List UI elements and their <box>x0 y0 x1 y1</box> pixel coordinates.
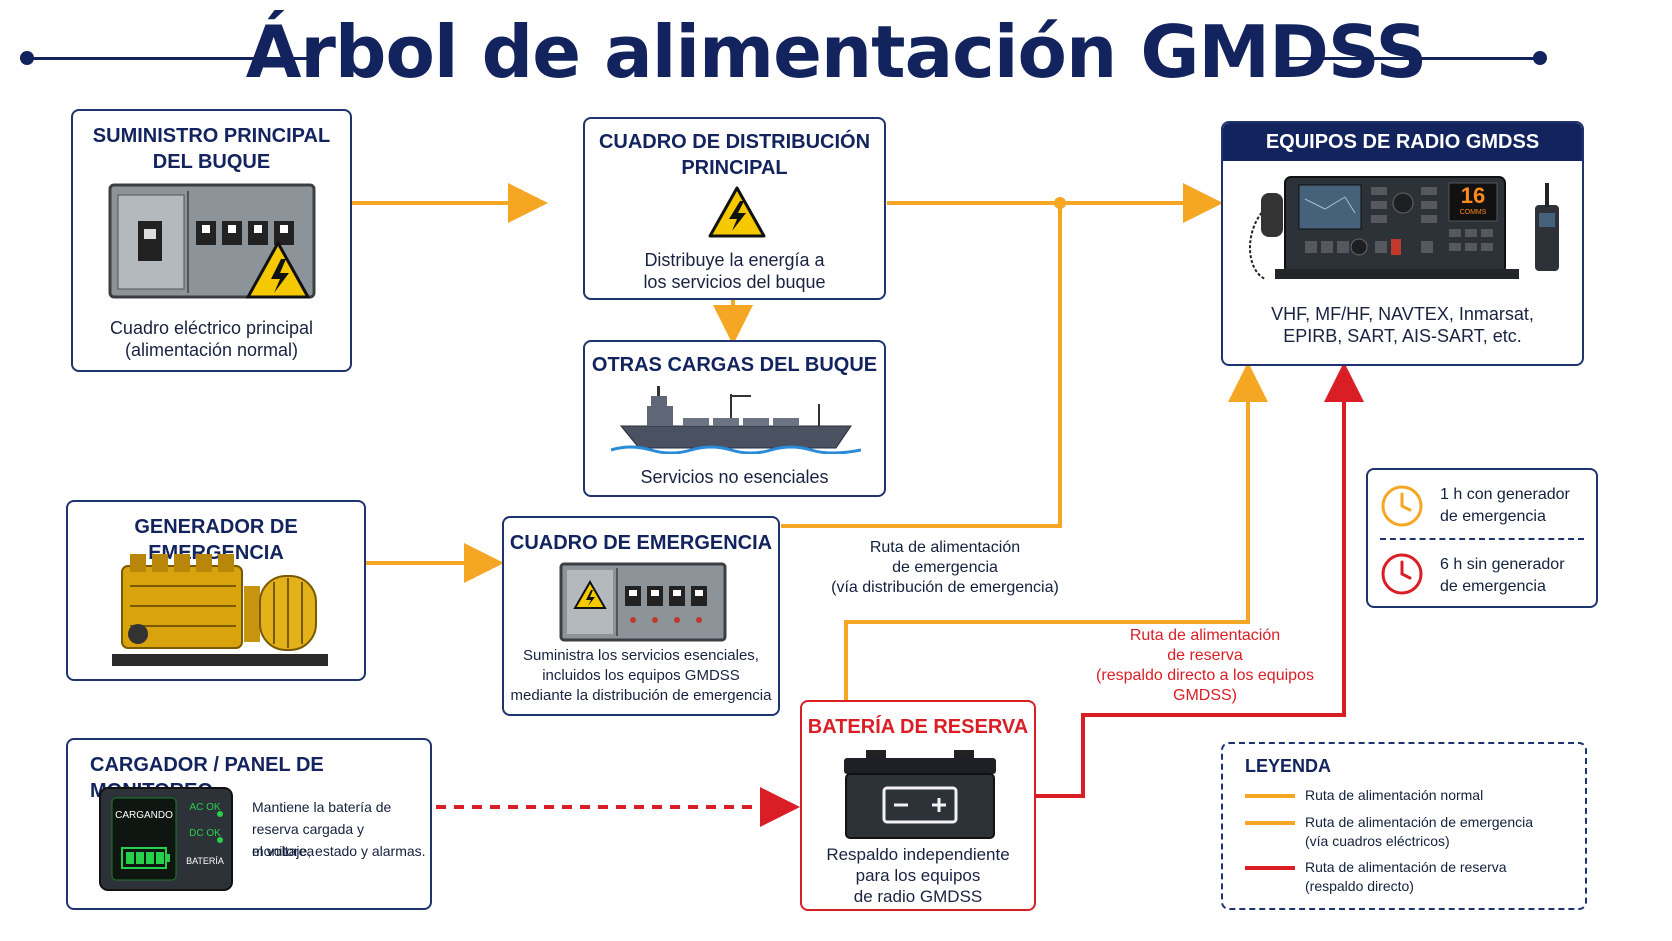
radio-title: EQUIPOS DE RADIO GMDSS <box>1223 123 1582 161</box>
generator-icon <box>112 554 328 666</box>
route-reserve-line3: (respaldo directo a los equipos <box>1096 667 1314 684</box>
clock-icon-orange <box>1381 485 1423 527</box>
charger-screen-text: CARGANDO <box>115 810 173 821</box>
duration-a-line2: de emergencia <box>1440 508 1546 525</box>
radio-desc-2: EPIRB, SART, AIS-SART, etc. <box>1283 326 1522 346</box>
duration-b-line1: 6 h sin generador <box>1440 556 1565 573</box>
legend-swatches <box>1245 794 1295 870</box>
emergency-board-title: CUADRO DE EMERGENCIA <box>509 532 773 554</box>
arrow-battery-to-radio-orange <box>844 362 1268 700</box>
battery-title: BATERÍA DE RESERVA <box>807 716 1029 738</box>
radio-icon <box>1249 176 1559 280</box>
main-board-desc-2: los servicios del buque <box>643 272 826 292</box>
main-supply-desc-2: (alimentación normal) <box>124 340 299 360</box>
radio-channel-sub: COMMS <box>1459 209 1487 216</box>
route-reserve-line1: Ruta de alimentación <box>1129 627 1281 644</box>
charger-ac-status: AC OK <box>189 802 221 813</box>
other-loads-desc: Servicios no esenciales <box>640 467 829 487</box>
charger-desc: Mantiene la batería de <box>252 799 392 815</box>
radio-box: EQUIPOS DE RADIO GMDSS 16 COMMS VHF, MF/… <box>1221 121 1584 366</box>
main-supply-title: SUMINISTRO PRINCIPAL <box>92 125 331 147</box>
main-supply-title-2: DEL BUQUE <box>152 151 271 173</box>
duration-b-line2: de emergencia <box>1440 578 1546 595</box>
warning-icon <box>708 186 766 238</box>
charger-icon <box>99 787 233 891</box>
battery-desc: Respaldo independiente <box>826 845 1010 864</box>
title-rule-right <box>1285 57 1540 60</box>
route-reserve-label: Ruta de alimentación de reserva (respald… <box>1080 626 1330 706</box>
legend-item-emergency: Ruta de alimentación de emergencia <box>1305 814 1534 830</box>
title-dot-right <box>1533 51 1547 65</box>
main-board-box: CUADRO DE DISTRIBUCIÓN PRINCIPAL Distrib… <box>583 117 886 300</box>
legend-item-emergency-sub: (vía cuadros eléctricos) <box>1305 833 1450 849</box>
emergency-board-desc-2: incluidos los equipos GMDSS <box>542 667 740 684</box>
duration-a-line1: 1 h con generador <box>1440 486 1570 503</box>
duration-box: 1 h con generador de emergencia 6 h sin … <box>1366 468 1598 608</box>
battery-desc-3: de radio GMDSS <box>853 887 983 906</box>
emergency-gen-box: GENERADOR DE EMERGENCIA <box>66 500 366 681</box>
main-supply-box: SUMINISTRO PRINCIPAL DEL BUQUE Cuadro el… <box>71 109 352 372</box>
arrow-battery-to-radio-red <box>1036 362 1364 798</box>
other-loads-box: OTRAS CARGAS DEL BUQUE Servicios no esen… <box>583 340 886 497</box>
battery-box: BATERÍA DE RESERVA Respaldo independient… <box>800 700 1036 911</box>
legend-title: LEYENDA <box>1245 756 1332 776</box>
route-reserve-line2: de reserva <box>1167 647 1243 664</box>
route-reserve-line4: GMDSS) <box>1173 687 1237 704</box>
charger-desc-3: el voltaje, estado y alarmas. <box>252 843 426 859</box>
legend-item-reserve: Ruta de alimentación de reserva <box>1305 859 1507 875</box>
junction-dot <box>1054 197 1066 209</box>
main-supply-desc: Cuadro eléctrico principal <box>109 318 314 338</box>
other-loads-title: OTRAS CARGAS DEL BUQUE <box>591 354 878 376</box>
charger-dc-status: DC OK <box>189 828 221 839</box>
emergency-board-desc-3: mediante la distribución de emergencia <box>510 687 772 704</box>
emergency-panel-icon <box>559 562 727 642</box>
charger-battery-label: BATERÍA <box>186 856 224 866</box>
legend-box: LEYENDA Ruta de alimentación normal Ruta… <box>1221 742 1587 910</box>
ship-icon <box>611 386 861 454</box>
emergency-board-box: CUADRO DE EMERGENCIA Suministra los serv… <box>502 516 780 716</box>
battery-icon <box>844 750 996 839</box>
legend-item-reserve-sub: (respaldo directo) <box>1305 878 1414 894</box>
clock-icon-red <box>1381 553 1423 595</box>
main-board-title: CUADRO DE DISTRIBUCIÓN <box>598 131 871 153</box>
main-board-desc: Distribuye la energía a <box>644 250 825 270</box>
charger-desc-2: reserva cargada y monitorea <box>252 821 365 859</box>
duration-divider <box>1380 538 1584 540</box>
main-board-title-2: PRINCIPAL <box>681 157 788 179</box>
emergency-board-desc: Suministra los servicios esenciales, <box>523 647 759 664</box>
legend-item-normal: Ruta de alimentación normal <box>1305 787 1484 803</box>
route-emergency-line3: (vía distribución de emergencia) <box>831 579 1059 596</box>
route-emergency-line1: Ruta de alimentación <box>869 539 1021 556</box>
radio-channel: 16 <box>1460 183 1486 208</box>
electrical-panel-icon <box>108 183 316 299</box>
charger-box: CARGADOR / PANEL DE MONITOREO CARGANDO A… <box>66 738 432 910</box>
arrow-emergency-board-to-radio <box>781 203 1062 528</box>
route-emergency-label: Ruta de alimentación de emergencia (vía … <box>820 538 1070 598</box>
route-emergency-line2: de emergencia <box>892 559 998 576</box>
title-rule-left <box>27 57 312 60</box>
page-title: Árbol de alimentación GMDSS <box>245 10 1428 94</box>
battery-desc-2: para los equipos <box>855 866 981 885</box>
radio-desc: VHF, MF/HF, NAVTEX, Inmarsat, <box>1271 304 1534 324</box>
